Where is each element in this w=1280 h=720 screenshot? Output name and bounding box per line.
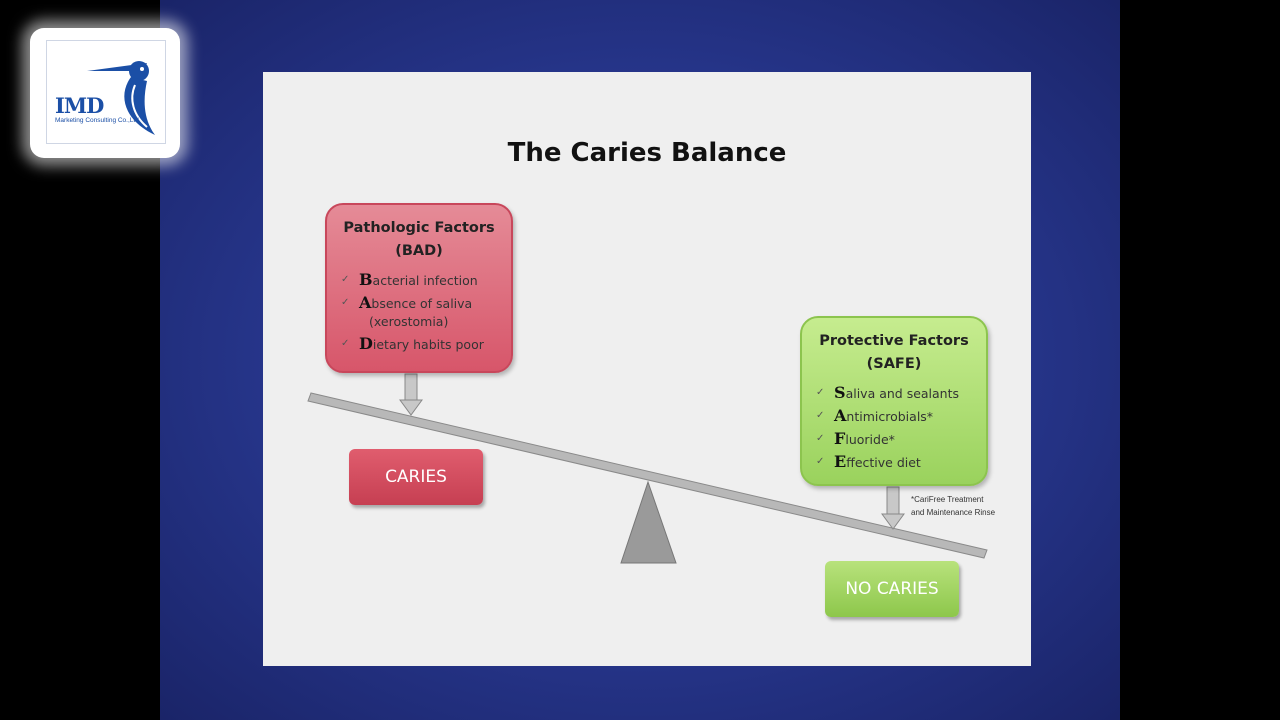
factor-initial: E xyxy=(834,452,847,471)
protective-factors-box: Protective Factors (SAFE) ✓ Saliva and se… xyxy=(800,316,988,486)
factor-initial: B xyxy=(359,270,373,289)
balance-scale-graphic xyxy=(307,373,988,564)
footnote: *CariFree Treatment and Maintenance Rins… xyxy=(911,493,995,519)
box-title-line: Pathologic Factors xyxy=(343,220,495,236)
box-title-line: Protective Factors xyxy=(819,333,969,349)
footnote-line: *CariFree Treatment xyxy=(911,495,984,504)
factor-subtext: (xerostomia) xyxy=(369,314,449,329)
list-item: ✓ Dietary habits poor xyxy=(341,333,511,356)
factor-text: luoride* xyxy=(845,432,895,447)
factor-text: ntimicrobials* xyxy=(846,409,934,424)
balance-beam xyxy=(307,392,988,559)
no-caries-result-label: NO CARIES xyxy=(825,561,959,617)
factor-initial: A xyxy=(359,293,372,312)
box-title-line: (SAFE) xyxy=(866,356,922,372)
pathologic-factors-title: Pathologic Factors (BAD) xyxy=(327,217,511,263)
down-arrow-icon xyxy=(399,373,423,416)
factor-text: ffective diet xyxy=(846,455,921,470)
checkmark-icon: ✓ xyxy=(816,433,825,444)
checkmark-icon: ✓ xyxy=(341,338,350,349)
list-item: ✓ Effective diet xyxy=(816,451,986,474)
factor-text: acterial infection xyxy=(372,273,478,288)
factor-text: aliva and sealants xyxy=(845,386,960,401)
factor-initial: F xyxy=(834,429,846,448)
checkmark-icon: ✓ xyxy=(816,456,825,467)
list-item: ✓ Antimicrobials* xyxy=(816,405,986,428)
list-item: ✓ Absence of saliva (xerostomia) xyxy=(341,292,511,333)
down-arrow-icon xyxy=(881,486,905,530)
list-item: ✓ Saliva and sealants xyxy=(816,382,986,405)
pathologic-factors-box: Pathologic Factors (BAD) ✓ Bacterial infe… xyxy=(325,203,513,373)
list-item: ✓ Fluoride* xyxy=(816,428,986,451)
slide-title: The Caries Balance xyxy=(507,138,787,168)
factor-initial: D xyxy=(359,334,373,353)
fulcrum-triangle xyxy=(620,480,677,564)
protective-factors-title: Protective Factors (SAFE) xyxy=(802,330,986,376)
logo-wordmark: IMD xyxy=(55,93,104,118)
factor-initial: S xyxy=(834,383,846,402)
checkmark-icon: ✓ xyxy=(816,387,825,398)
footnote-line: and Maintenance Rinse xyxy=(911,508,996,517)
list-item: ✓ Bacterial infection xyxy=(341,269,511,292)
safe-factor-list: ✓ Saliva and sealants ✓ Antimicrobials* ✓ F… xyxy=(802,382,986,474)
bad-factor-list: ✓ Bacterial infection ✓ Absence of saliva (… xyxy=(327,269,511,356)
caries-result-label: CARIES xyxy=(349,449,483,505)
logo-subtitle: Marketing Consulting Co.,Ltd xyxy=(55,117,139,124)
checkmark-icon: ✓ xyxy=(341,274,350,285)
factor-initial: A xyxy=(834,406,847,425)
checkmark-icon: ✓ xyxy=(816,410,825,421)
factor-text: bsence of saliva xyxy=(371,296,473,311)
slide: The Caries Balance Pathologic Factors (B… xyxy=(263,72,1031,666)
checkmark-icon: ✓ xyxy=(341,297,350,308)
factor-text: ietary habits poor xyxy=(372,337,484,352)
box-title-line: (BAD) xyxy=(395,243,443,259)
kingfisher-bird-icon xyxy=(87,61,155,135)
company-logo: IMD Marketing Consulting Co.,Ltd xyxy=(46,40,166,144)
